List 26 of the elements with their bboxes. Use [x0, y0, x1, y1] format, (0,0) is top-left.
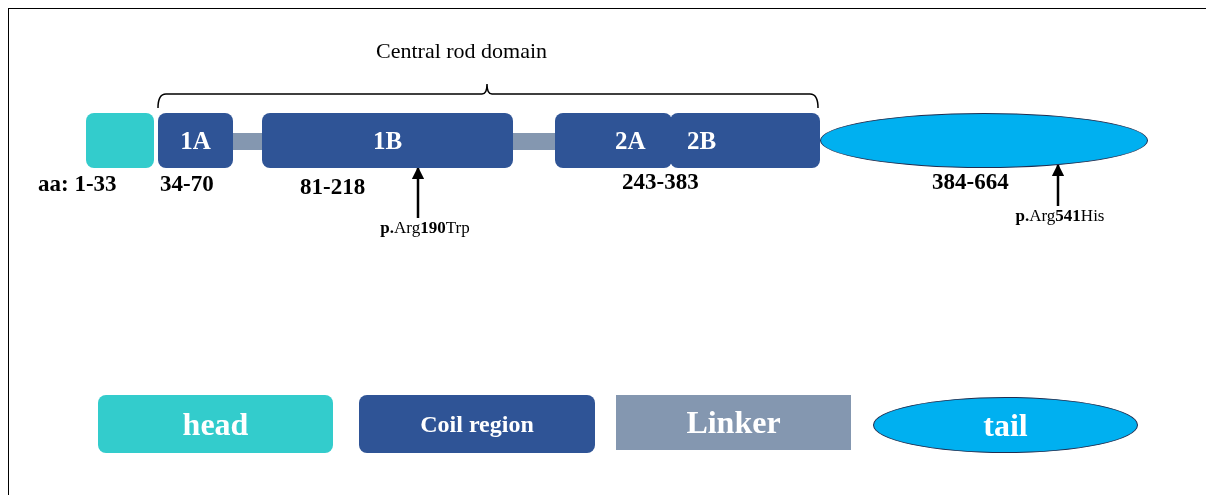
range-label: aa: 1-33 — [38, 171, 117, 197]
domain-title: Central rod domain — [376, 38, 548, 64]
legend-label: tail — [983, 406, 1028, 444]
coil-segment — [262, 113, 513, 168]
tail-ellipse — [820, 113, 1148, 168]
range-label: 384-664 — [932, 169, 1009, 195]
head-segment — [86, 113, 154, 168]
segment-label: 2B — [687, 126, 717, 155]
legend-label: Coil region — [420, 410, 534, 438]
range-label: 81-218 — [300, 174, 366, 200]
segment-label: 1A — [180, 126, 211, 155]
arrow — [1051, 163, 1065, 206]
coil-segment — [670, 113, 820, 168]
mutation-label: p.Arg190Trp — [380, 218, 470, 238]
mutation-label: p.Arg541His — [1015, 206, 1105, 226]
linker-bar — [233, 133, 262, 150]
legend-label: head — [182, 405, 249, 443]
coil-segment — [555, 113, 672, 168]
segment-label: 1B — [372, 126, 403, 155]
coil-segment — [158, 113, 233, 168]
range-label: 34-70 — [160, 171, 214, 197]
range-label: 243-383 — [622, 169, 699, 195]
arrow — [411, 166, 425, 218]
linker-bar — [513, 133, 555, 150]
segment-label: 2A — [615, 126, 646, 155]
legend-label: Linker — [686, 404, 781, 441]
